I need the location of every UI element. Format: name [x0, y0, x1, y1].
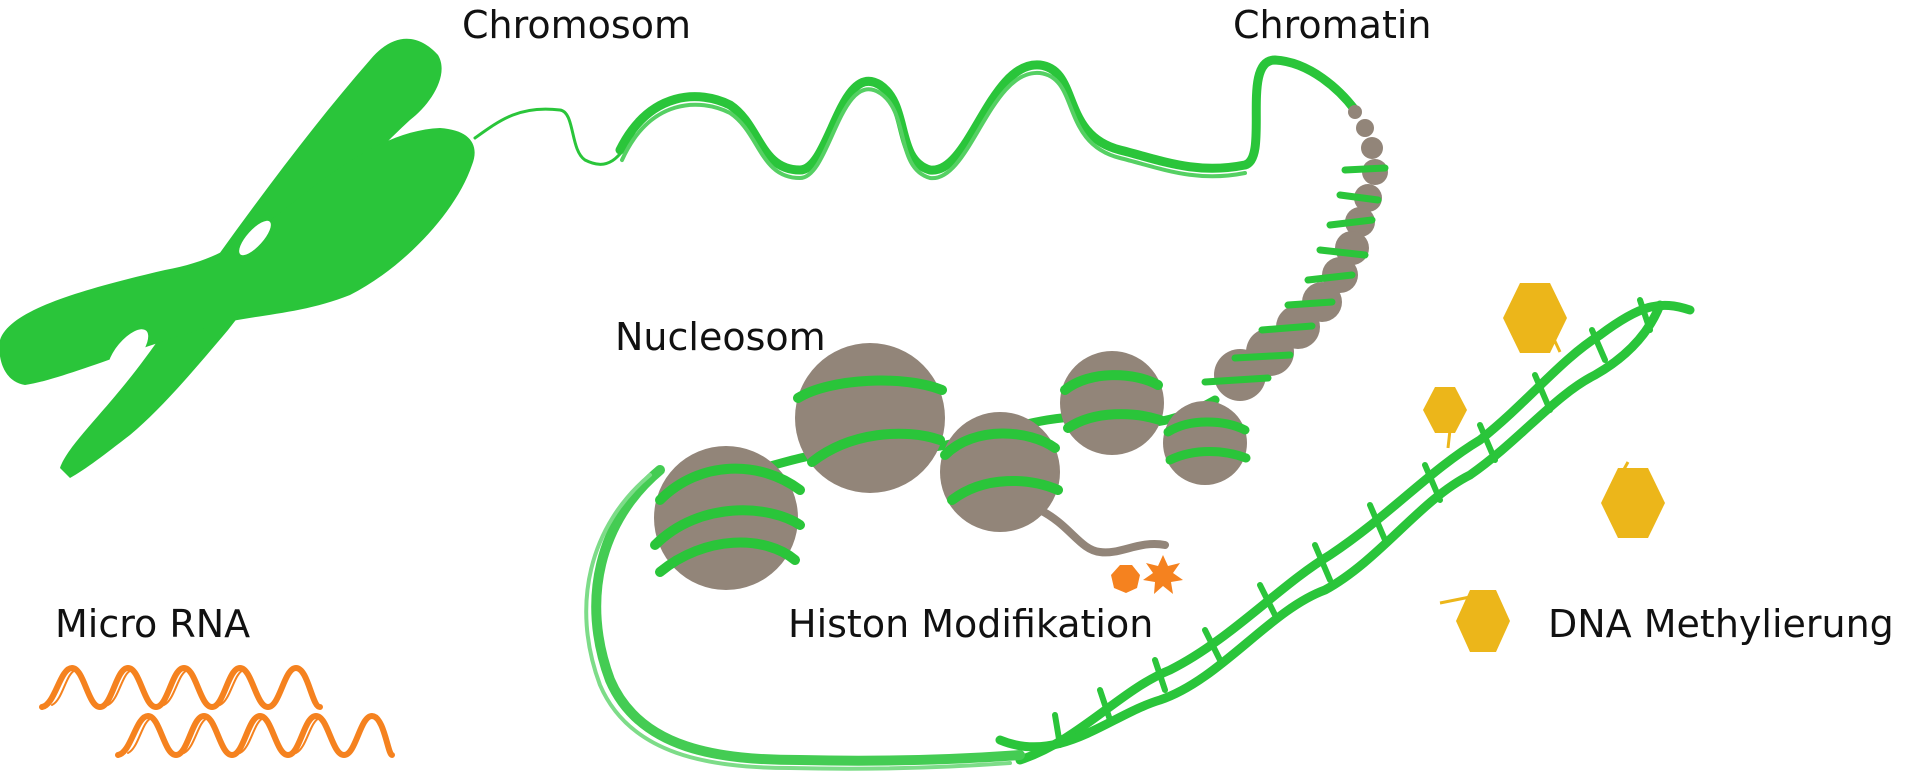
histone-modification-label: Histon Modifikation: [788, 602, 1154, 646]
nucleosome-4: [1060, 351, 1165, 455]
micro-rna-label: Micro RNA: [55, 602, 251, 646]
nucleosome-3: [940, 412, 1063, 532]
histone-mark-icon: [1111, 565, 1140, 593]
methyl-hexagon-icon: [1423, 387, 1467, 433]
histone-star-icon: [1143, 555, 1183, 594]
nucleosome-5: [1163, 401, 1251, 485]
dna-tail: [584, 465, 1025, 771]
chromosome-arm-cross: [0, 128, 475, 385]
chromatin-beads: [1201, 105, 1389, 401]
nucleosome-label: Nucleosom: [615, 315, 826, 359]
methyl-groups: [1423, 283, 1665, 652]
chromatin-label: Chromatin: [1233, 3, 1432, 47]
dna-methylation-label: DNA Methylierung: [1548, 602, 1894, 646]
chromosome: [0, 38, 475, 478]
micro-rna-icon: [39, 664, 395, 759]
chromosome-label: Chromosom: [462, 3, 691, 47]
methyl-hexagon-icon: [1601, 468, 1665, 538]
methyl-hexagon-icon: [1503, 283, 1567, 353]
histone-tail: [1036, 506, 1183, 594]
nucleosome-1: [650, 446, 805, 590]
dna-double-helix: [995, 297, 1695, 765]
chromatin-fiber: [473, 55, 1360, 181]
methyl-hexagon-icon: [1456, 590, 1510, 652]
nucleosome-2: [793, 343, 947, 493]
